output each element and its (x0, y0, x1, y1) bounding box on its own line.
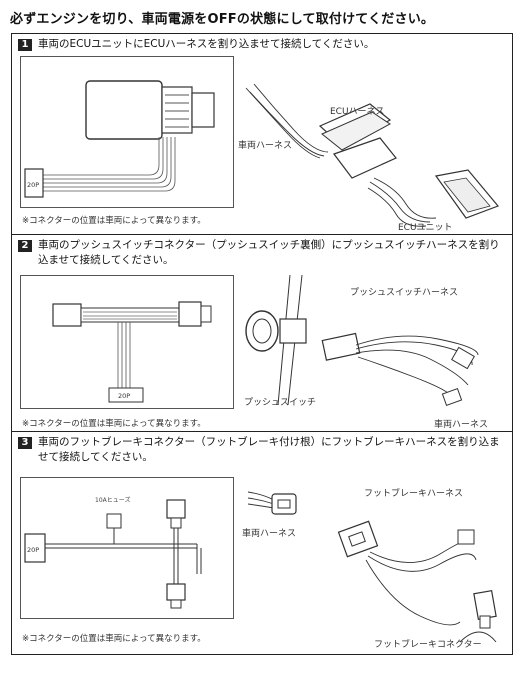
push-switch-label: プッシュスイッチ (244, 398, 317, 408)
safety-warning: 必ずエンジンを切り、車両電源をOFFの状態にして取付けてください。 (10, 12, 435, 27)
step-3-number: 3 (18, 437, 32, 449)
step-2-note: ※コネクターの位置は車両によって異なります。 (22, 419, 206, 429)
push-switch-harness-diagram: 20P (52, 301, 212, 403)
push-switch-harness-label: プッシュスイッチハーネス (350, 288, 459, 298)
step-3-vehicle-harness-label: 車両ハーネス (242, 529, 297, 539)
step-2-number: 2 (18, 240, 32, 252)
step-1-connector-label: 20P (27, 181, 39, 189)
step-1-section: 1 車両のECUユニットにECUハーネスを割り込ませて接続してください。 20P (12, 34, 512, 234)
step-1-wiring-diagram: 20P (20, 56, 234, 208)
push-switch-illustration (245, 274, 307, 406)
step-3-vehicle-harness-illustration (247, 491, 297, 515)
step-3-instruction: 車両のフットブレーキコネクター（フットブレーキ付け根）にフットブレーキハーネスを… (38, 436, 500, 463)
fuse-label: 10Aヒューズ (95, 496, 130, 504)
step-1-note: ※コネクターの位置は車両によって異なります。 (22, 216, 206, 226)
instruction-frame: 1 車両のECUユニットにECUハーネスを割り込ませて接続してください。 20P (11, 33, 513, 655)
foot-brake-harness-diagram: 10Aヒューズ 20P (24, 496, 202, 609)
foot-brake-harness-illustration (337, 520, 497, 643)
foot-brake-connector-label: フットブレーキコネクター (374, 640, 482, 650)
step-3-note: ※コネクターの位置は車両によって異なります。 (22, 634, 206, 644)
step-2-wiring-diagram: 20P (20, 275, 234, 409)
ecu-harness-diagram: 20P (24, 80, 215, 198)
ecu-harness-label: ECUハーネス (330, 107, 385, 117)
step-2-vehicle-harness-label: 車両ハーネス (434, 420, 489, 430)
step-2-instruction: 車両のプッシュスイッチコネクター（プッシュスイッチ裏側）にプッシュスイッチハーネ… (38, 239, 500, 266)
step-3-connector-label: 20P (27, 546, 39, 554)
step-3-section: 3 車両のフットブレーキコネクター（フットブレーキ付け根）にフットブレーキハーネ… (12, 431, 512, 656)
step-1-vehicle-harness-label: 車両ハーネス (238, 141, 293, 151)
ecu-harness-illustration (245, 83, 500, 227)
step-1-instruction: 車両のECUユニットにECUハーネスを割り込ませて接続してください。 (38, 38, 375, 50)
ecu-unit-label: ECUユニット (398, 223, 453, 233)
step-1-number: 1 (18, 39, 32, 51)
step-2-section: 2 車両のプッシュスイッチコネクター（プッシュスイッチ裏側）にプッシュスイッチハ… (12, 234, 512, 431)
foot-brake-harness-label: フットブレーキハーネス (364, 489, 464, 499)
step-2-connector-label: 20P (118, 392, 130, 400)
push-switch-harness-illustration (321, 332, 479, 407)
step-3-wiring-diagram: 10Aヒューズ 20P (20, 477, 234, 619)
